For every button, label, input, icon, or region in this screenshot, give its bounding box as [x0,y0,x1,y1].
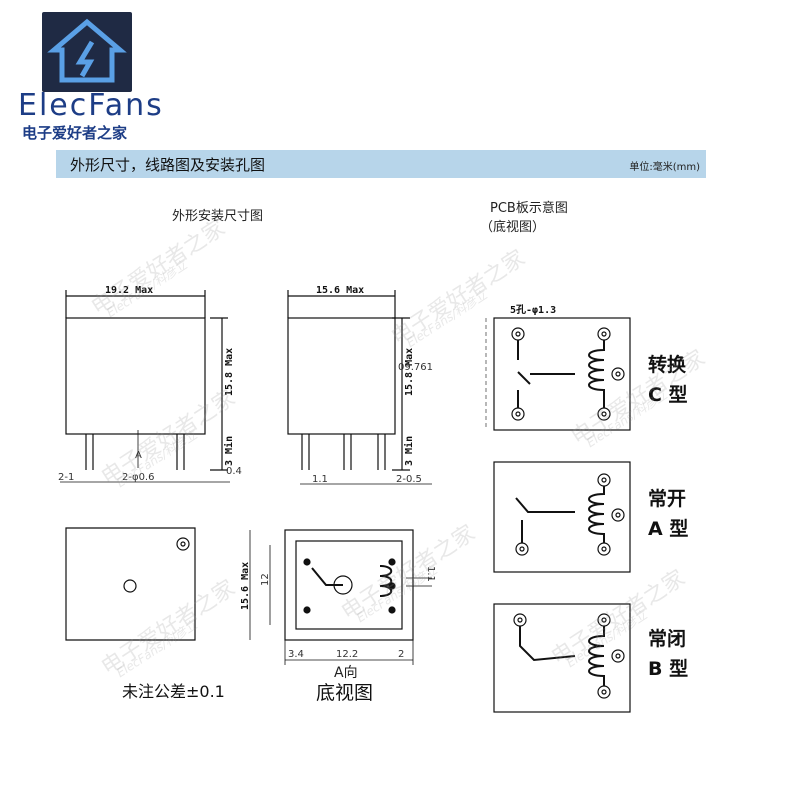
side-width-label: 15.6 Max [316,285,364,296]
type-c-line1: 转换 [648,354,687,376]
side-height-label: 15.8 Max [404,348,415,396]
type-a-line1: 常开 [648,488,687,510]
front-pitch-label: 2-1 [58,472,74,483]
brand-cn: 电子爱好者之家 [22,124,128,142]
pcb-caption: PCB板示意图 [490,201,568,216]
type-a-label: 常开 A 型 [648,484,688,544]
section-title: 外形尺寸，线路图及安装孔图 [70,156,266,174]
front-width-label: 19.2 Max [105,285,153,296]
tolerance-note: 未注公差±0.1 [122,682,225,701]
bottom-b1-label: 3.4 [288,649,304,660]
logo [42,12,132,92]
outline-caption: 外形安装尺寸图 [172,209,264,224]
side-pin-label: 2-0.5 [396,474,422,485]
front-pin-length-label: 3 Min [223,436,235,466]
brand-name: ElecFans [18,88,164,123]
pcb-holes-label: 5孔-φ1.3 [510,303,556,316]
type-b-line2: B 型 [648,658,689,680]
side-pin-length-label: 3 Min [403,436,415,466]
front-view [60,290,230,483]
bottom-height-label: 15.6 Max [240,562,251,610]
type-c-label: 转换 C 型 [648,350,688,410]
bottom-b2-label: 12.2 [336,649,358,660]
type-a-line2: A 型 [648,518,689,540]
bottom-right-label: 1.1 [425,566,436,582]
side-left-label: 1.1 [312,474,328,485]
section-header: 外形尺寸，线路图及安装孔图 单位:毫米(mm) [56,150,706,178]
front-arrow-label: A [135,450,142,461]
side-view [287,290,432,485]
pcb-subcaption: （底视图） [480,220,546,235]
direction-label: A向 [334,665,358,681]
front-pin-dia-label: 2-φ0.6 [122,472,154,483]
bottom-view-caption: 底视图 [316,682,374,704]
front-offset-label: 0.4 [226,466,242,477]
pcb-diagram-b [493,603,631,713]
top-view [65,527,196,641]
type-b-label: 常闭 B 型 [648,624,688,684]
unit-label: 单位:毫米(mm) [629,162,700,173]
bottom-inner-label: 12 [260,573,271,586]
stray-label: 09.761 [398,362,433,373]
pcb-diagram-a [493,461,631,573]
pcb-diagram-c [485,317,631,431]
type-b-line1: 常闭 [648,628,687,650]
bottom-view [249,529,432,665]
house-logo-icon [47,18,127,83]
type-c-line2: C 型 [648,384,688,406]
front-height-label: 15.8 Max [224,348,235,396]
bottom-b3-label: 2 [398,649,404,660]
